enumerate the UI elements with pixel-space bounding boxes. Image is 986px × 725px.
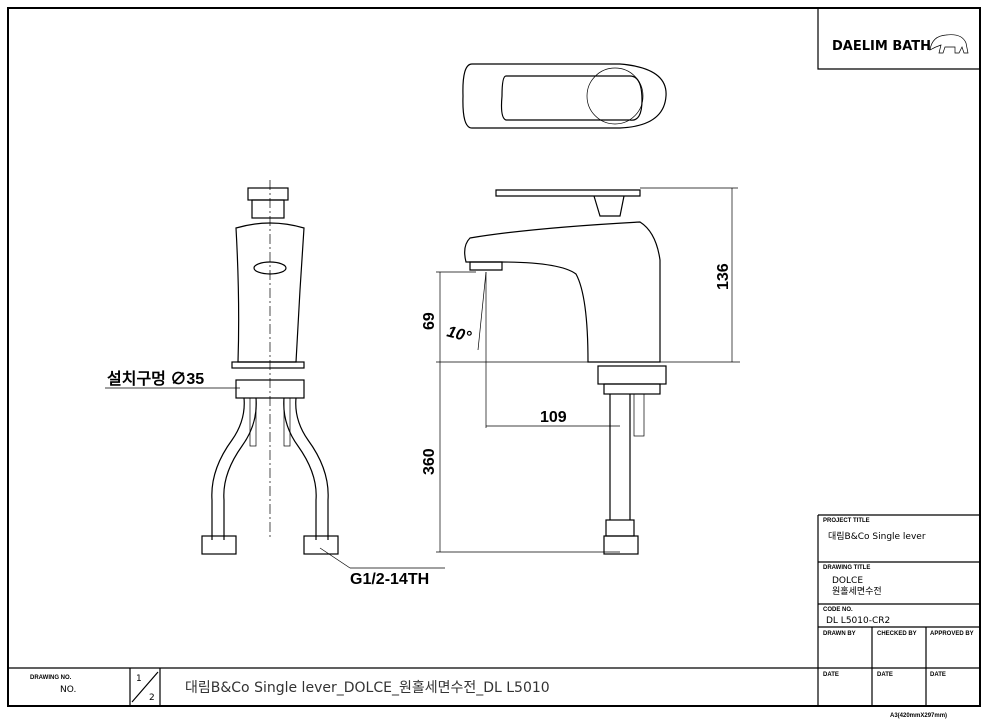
install-hole-label: 설치구멍 ∅35 bbox=[107, 370, 204, 388]
dimension-360: 360 bbox=[421, 448, 438, 475]
no-label: NO. bbox=[60, 685, 76, 695]
project-title: 대림B&Co Single lever bbox=[828, 530, 926, 542]
top-view bbox=[462, 63, 667, 129]
drawn-by-label: DRAWN BY bbox=[823, 631, 856, 637]
angle-10: 10° bbox=[445, 323, 473, 346]
logo-box: DAELIM BATH bbox=[817, 8, 980, 70]
title-block bbox=[8, 514, 980, 706]
checked-by-label: CHECKED BY bbox=[877, 631, 917, 637]
code-no-label: CODE NO. bbox=[823, 607, 853, 613]
side-view bbox=[436, 187, 740, 555]
front-view bbox=[105, 180, 445, 569]
sheet-total: 2 bbox=[149, 693, 155, 703]
date-label-approved: DATE bbox=[930, 672, 946, 678]
date-label-drawn: DATE bbox=[823, 672, 839, 678]
date-label-checked: DATE bbox=[877, 672, 893, 678]
drawing-border bbox=[7, 7, 981, 707]
code-no: DL L5010-CR2 bbox=[826, 616, 890, 626]
project-title-label: PROJECT TITLE bbox=[823, 518, 870, 524]
dimension-109: 109 bbox=[540, 409, 567, 426]
drawing-title-line1: DOLCE bbox=[832, 576, 863, 586]
dimension-136: 136 bbox=[715, 263, 732, 290]
polar-bear-icon bbox=[929, 34, 969, 54]
drawing-title-label: DRAWING TITLE bbox=[823, 565, 870, 571]
brand-logo: DAELIM BATH bbox=[832, 39, 931, 54]
drawing-title-line2: 원홀세면수전 bbox=[832, 585, 882, 597]
thread-label: G1/2-14TH bbox=[350, 571, 429, 588]
paper-size: A3(420mmX297mm) bbox=[890, 713, 947, 719]
dimension-69: 69 bbox=[421, 312, 438, 330]
drawing-no-label: DRAWING NO. bbox=[30, 675, 72, 681]
approved-by-label: APPROVED BY bbox=[930, 631, 974, 637]
sheet-number: 1 bbox=[136, 674, 142, 684]
drawing-full-title: 대림B&Co Single lever_DOLCE_원홀세면수전_DL L501… bbox=[185, 680, 550, 696]
